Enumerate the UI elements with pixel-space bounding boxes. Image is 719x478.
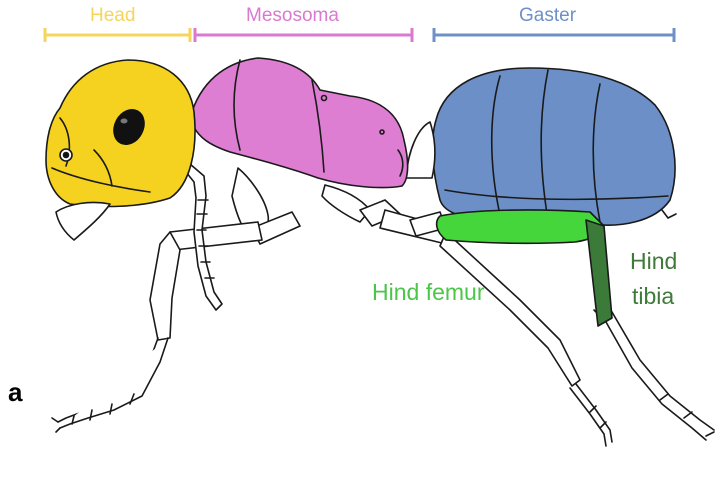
hind-tibia-label-line1: Hind: [630, 248, 677, 275]
panel-letter: a: [8, 377, 22, 408]
mandible: [56, 202, 110, 240]
mesosoma-label: Mesosoma: [246, 5, 339, 27]
head-label: Head: [90, 5, 135, 27]
gaster-segment: [433, 68, 676, 225]
mesosoma-segment: [190, 58, 408, 188]
hind-femur: [437, 210, 604, 243]
hind-femur-label: Hind femur: [372, 279, 484, 306]
hind-tibia-label-line2: tibia: [632, 283, 674, 310]
head-bracket: [44, 28, 190, 42]
hind-tibia: [586, 220, 612, 326]
petiole: [406, 122, 435, 178]
mesosoma-bracket: [194, 28, 412, 42]
gaster-label: Gaster: [519, 5, 576, 27]
gaster-bracket: [433, 28, 675, 42]
